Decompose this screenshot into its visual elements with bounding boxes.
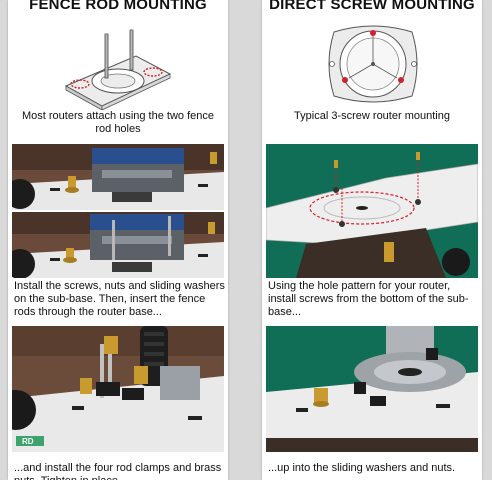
fence-rod-baseplate-diagram <box>64 29 172 110</box>
fence-rods-inserted-photo <box>12 212 224 278</box>
brand-logo: RD <box>22 437 34 446</box>
hole-pattern-photo <box>266 144 478 278</box>
diagram-caption: Typical 3-screw router mounting <box>294 110 450 122</box>
panel-heading: DIRECT SCREW MOUNTING <box>269 0 475 13</box>
step-caption-install-screws: Install the screws, nuts and sliding was… <box>14 280 225 318</box>
fence-rod-mounting-panel: FENCE ROD MOUNTING Most routers attach u… <box>8 0 228 480</box>
diagram-caption: Most routers attach using the two fence … <box>22 110 214 135</box>
sliding-washers-photo <box>266 326 478 452</box>
step-caption-hole-pattern: Using the hole pattern for your router, … <box>268 280 469 318</box>
step-caption-rod-clamps: ...and install the four rod clamps and b… <box>14 462 222 480</box>
three-screw-baseplate-diagram <box>328 25 418 103</box>
step-caption-washers-nuts: ...up into the sliding washers and nuts. <box>268 462 456 474</box>
panel-heading: FENCE ROD MOUNTING <box>29 0 207 13</box>
rod-clamps-photo: RD <box>12 326 224 452</box>
direct-screw-mounting-panel: DIRECT SCREW MOUNTING Typical 3-screw ro… <box>262 0 482 480</box>
router-on-subbase-photo <box>12 144 224 210</box>
